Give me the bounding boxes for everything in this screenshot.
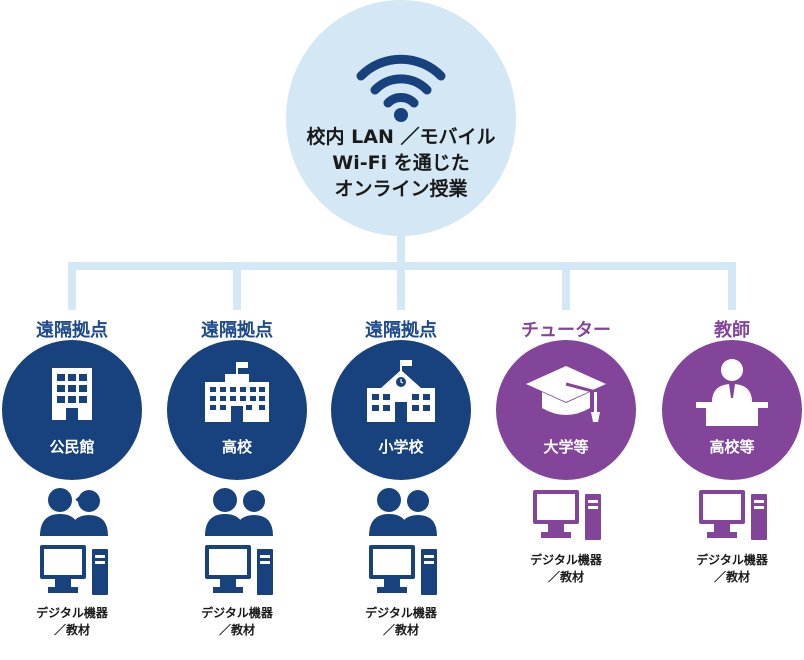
caption-line: ／教材 <box>218 623 255 637</box>
people-icon <box>369 488 437 536</box>
elementary-school-building-icon <box>367 360 435 422</box>
caption-line: ／教材 <box>53 623 90 637</box>
teacher-podium-icon <box>696 359 768 426</box>
people-icon <box>205 488 273 536</box>
device-caption: デジタル機器 ／教材 <box>177 605 297 639</box>
device-caption: デジタル機器 ／教材 <box>12 605 132 639</box>
hub-caption: 校内 LAN ／モバイル Wi-Fi を通じた オンライン授業 <box>286 124 516 202</box>
device-caption: デジタル機器 ／教材 <box>672 552 792 586</box>
node-title: 遠隔拠点 <box>36 320 108 341</box>
high-school-building-icon <box>205 362 269 422</box>
caption-line: ／教材 <box>547 570 584 584</box>
hub-caption-line: オンライン授業 <box>334 178 468 200</box>
wifi-icon <box>356 54 446 122</box>
people-icon <box>40 488 108 536</box>
desktop-computer-icon <box>40 545 108 595</box>
node-label: 小学校 <box>378 438 424 456</box>
desktop-computer-icon <box>533 490 601 540</box>
node-circle: 小学校 <box>331 340 471 480</box>
graduation-cap-icon <box>526 366 606 422</box>
device-caption: デジタル機器 ／教材 <box>341 605 461 639</box>
node-label: 大学等 <box>543 438 589 456</box>
node-circle: 公民館 <box>2 340 142 480</box>
node-label: 高校等 <box>709 438 755 456</box>
desktop-computer-icon <box>699 490 767 540</box>
node-label: 高校 <box>221 438 252 456</box>
caption-line: ／教材 <box>713 570 750 584</box>
caption-line: デジタル機器 <box>201 606 273 620</box>
node-circle: 大学等 <box>496 340 636 480</box>
node-title: 教師 <box>714 320 750 341</box>
office-building-icon <box>52 368 92 420</box>
caption-line: デジタル機器 <box>696 553 768 567</box>
caption-line: デジタル機器 <box>530 553 602 567</box>
node-circle: 高校等 <box>662 340 802 480</box>
node-circle: 高校 <box>167 340 307 480</box>
hub-caption-line: Wi-Fi を通じた <box>332 152 470 174</box>
caption-line: デジタル機器 <box>36 606 108 620</box>
caption-line: ／教材 <box>382 623 419 637</box>
node-title: 遠隔拠点 <box>365 320 437 341</box>
node-title: チューター <box>521 320 611 341</box>
node-title: 遠隔拠点 <box>201 320 273 341</box>
hub-caption-line: 校内 LAN ／モバイル <box>306 126 496 148</box>
desktop-computer-icon <box>205 545 273 595</box>
device-caption: デジタル機器 ／教材 <box>506 552 626 586</box>
node-label: 公民館 <box>49 438 95 456</box>
desktop-computer-icon <box>369 545 437 595</box>
caption-line: デジタル機器 <box>365 606 437 620</box>
